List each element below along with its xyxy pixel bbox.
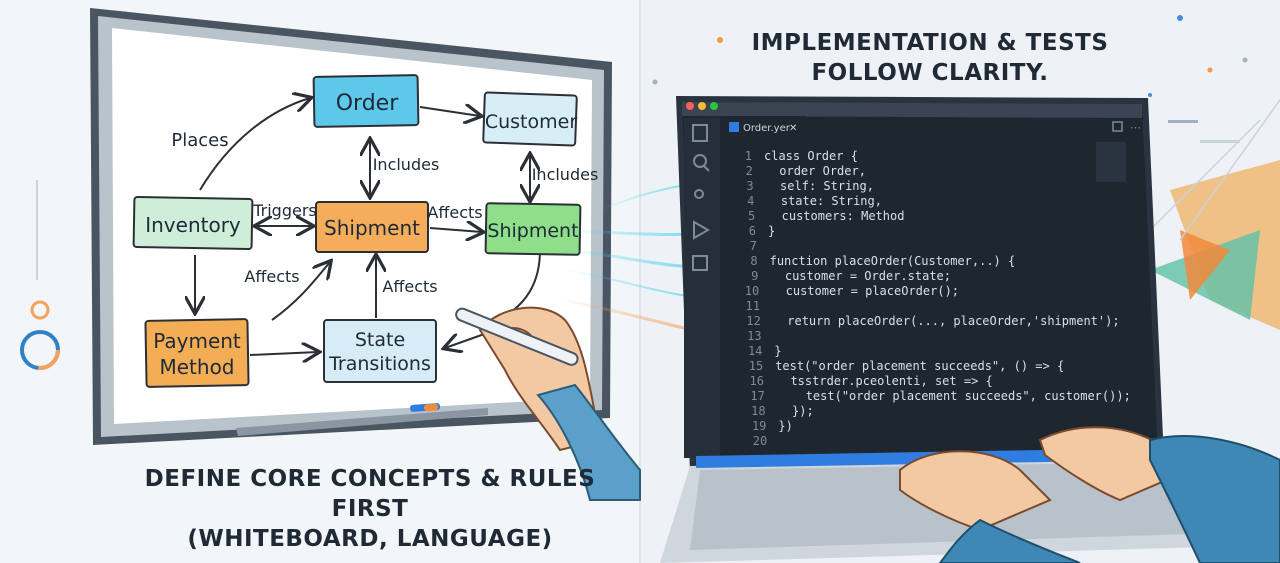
node-customer-label: Customer <box>485 111 577 133</box>
line-number: 6 <box>749 224 756 238</box>
search-icon[interactable] <box>693 154 707 168</box>
line-number: 10 <box>745 284 759 298</box>
line-number: 20 <box>753 434 767 448</box>
line-number: 8 <box>750 254 757 268</box>
node-inventory <box>132 196 254 250</box>
line-number: 2 <box>746 164 753 178</box>
code-line: }) <box>778 419 792 433</box>
node-state-label-1: State <box>355 329 405 351</box>
code-line: customer = placeOrder(); <box>771 284 959 298</box>
activity-bar <box>684 118 720 458</box>
code-line: order Order, <box>765 164 866 178</box>
code-line: tsstrder.pceolenti, set => { <box>776 374 993 388</box>
code-line: return placeOrder(..., placeOrder,'shipm… <box>773 314 1120 328</box>
editor-tab-label: Order.yer <box>743 123 791 134</box>
line-number: 1 <box>745 149 752 163</box>
edge-label-places: Places <box>171 130 228 151</box>
code-line: class Order { <box>764 149 858 163</box>
window-minimize-button[interactable] <box>698 102 706 110</box>
code-line: test("order placement succeeds", custome… <box>777 389 1131 403</box>
edge-label-triggers: Triggers <box>252 201 317 220</box>
window-close-button[interactable] <box>686 102 694 110</box>
code-line: customer = Order.state; <box>770 269 951 283</box>
code-line: customers: Method <box>767 209 904 223</box>
hands-typing-illustration <box>899 426 1280 563</box>
right-caption: IMPLEMENTATION & TESTS FOLLOW CLARITY. <box>730 28 1130 88</box>
right-caption-line-2: FOLLOW CLARITY. <box>811 60 1049 86</box>
code-line: }); <box>778 404 814 418</box>
node-state-transitions <box>323 319 437 383</box>
node-payment-label-2: Method <box>159 355 234 379</box>
edge-label-includes-center: Includes <box>373 155 440 174</box>
code-lines: class Order { order Order, self: String,… <box>764 149 1131 433</box>
line-number: 19 <box>752 419 766 433</box>
explorer-icon[interactable] <box>692 124 708 142</box>
line-number: 12 <box>746 314 760 328</box>
tab-close-icon[interactable]: ✕ <box>789 123 797 134</box>
code-line: function placeOrder(Customer,..) { <box>770 254 1016 268</box>
line-number: 5 <box>748 209 755 223</box>
code-line: state: String, <box>766 194 882 208</box>
split-editor-icon[interactable] <box>1112 121 1123 132</box>
more-actions-icon[interactable]: ⋯ <box>1130 121 1141 134</box>
file-type-icon <box>729 122 739 132</box>
extensions-icon[interactable] <box>692 255 708 271</box>
line-number: 17 <box>750 389 764 403</box>
code-line: } <box>768 224 775 238</box>
line-number: 16 <box>750 374 764 388</box>
editor-tab[interactable] <box>722 116 806 138</box>
left-caption-line-1: DEFINE CORE CONCEPTS & RULES FIRST <box>144 466 596 522</box>
line-number: 3 <box>746 179 753 193</box>
window-maximize-button[interactable] <box>710 102 718 110</box>
pen-icon <box>455 307 579 366</box>
node-payment-method <box>144 318 250 388</box>
node-order-label: Order <box>336 91 399 116</box>
decorative-shapes-right <box>652 15 1280 330</box>
minimap[interactable] <box>1096 142 1126 182</box>
code-line: } <box>774 344 781 358</box>
code-line: test("order placement succeeds", () => { <box>775 359 1064 373</box>
node-payment-label-1: Payment <box>153 329 241 353</box>
code-line: self: String, <box>766 179 874 193</box>
line-number: 4 <box>747 194 754 208</box>
node-shipment-center <box>315 201 429 253</box>
node-shipment-center-label: Shipment <box>324 216 420 240</box>
left-caption: DEFINE CORE CONCEPTS & RULES FIRST (WHIT… <box>110 464 630 554</box>
decorative-shapes-left <box>20 180 60 370</box>
whiteboard-tray <box>236 408 488 436</box>
line-number: 18 <box>751 404 765 418</box>
line-number: 9 <box>751 269 758 283</box>
edge-label-affects-right: Affects <box>427 203 482 222</box>
line-number: 13 <box>747 329 761 343</box>
diagram-nodes <box>132 74 582 388</box>
line-number: 15 <box>749 359 763 373</box>
left-caption-line-2: (WHITEBOARD, LANGUAGE) <box>187 526 553 552</box>
line-number: 11 <box>746 299 760 313</box>
edge-label-affects-left: Affects <box>244 267 299 286</box>
edge-label-includes-right: Includes <box>532 165 599 184</box>
editor-window <box>682 102 1158 466</box>
source-control-icon[interactable] <box>694 189 704 199</box>
node-order <box>312 74 420 128</box>
node-inventory-label: Inventory <box>145 213 241 237</box>
node-customer <box>482 91 578 147</box>
run-debug-icon[interactable] <box>693 220 711 240</box>
node-shipment-right <box>484 202 582 256</box>
line-number: 14 <box>748 344 762 358</box>
edge-label-affects-bottom: Affects <box>382 277 437 296</box>
node-state-label-2: Transitions <box>328 353 431 375</box>
node-shipment-right-label: Shipment <box>487 220 578 242</box>
line-number: 7 <box>750 239 757 253</box>
right-caption-line-1: IMPLEMENTATION & TESTS <box>751 30 1109 56</box>
hand-writing-illustration <box>455 306 641 501</box>
